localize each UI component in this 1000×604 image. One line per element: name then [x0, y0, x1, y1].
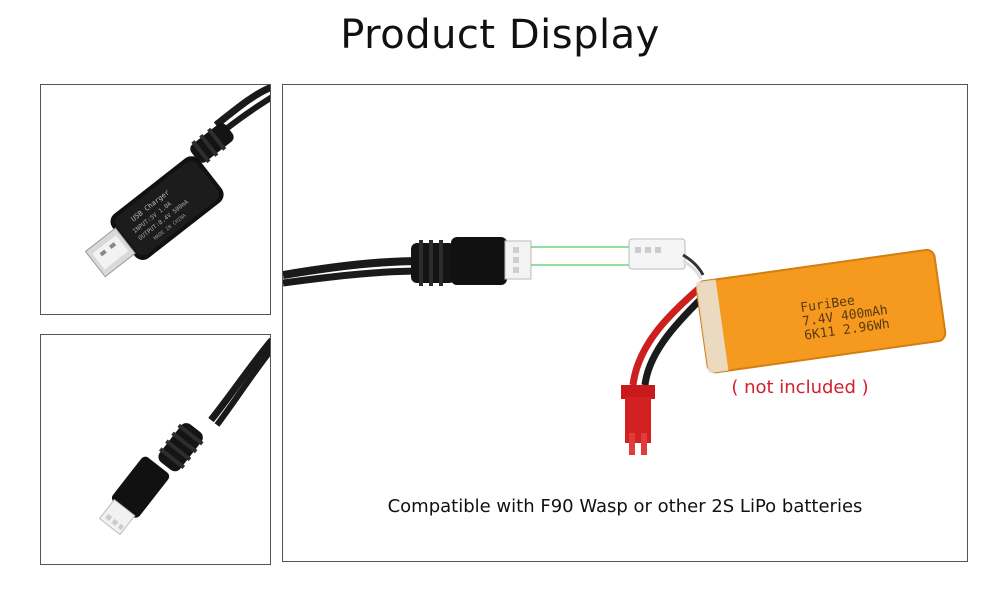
page-title: Product Display [340, 12, 660, 58]
not-included-note: ( not included ) [731, 377, 869, 398]
connector-image-panel [40, 334, 271, 565]
main-display-panel: FuriBee 7.4V 400mAh 6K11 2.96Wh [282, 84, 968, 562]
usb-charger-illustration: USB Charger INPUT:5V 1.0A OUTPUT:8.4V 50… [84, 85, 270, 278]
charger-and-battery-illustration: FuriBee 7.4V 400mAh 6K11 2.96Wh [283, 237, 947, 455]
connector-illustration [98, 337, 270, 536]
compatibility-caption: Compatible with F90 Wasp or other 2S LiP… [387, 496, 863, 517]
usb-charger-image-panel: USB Charger INPUT:5V 1.0A OUTPUT:8.4V 50… [40, 84, 271, 315]
